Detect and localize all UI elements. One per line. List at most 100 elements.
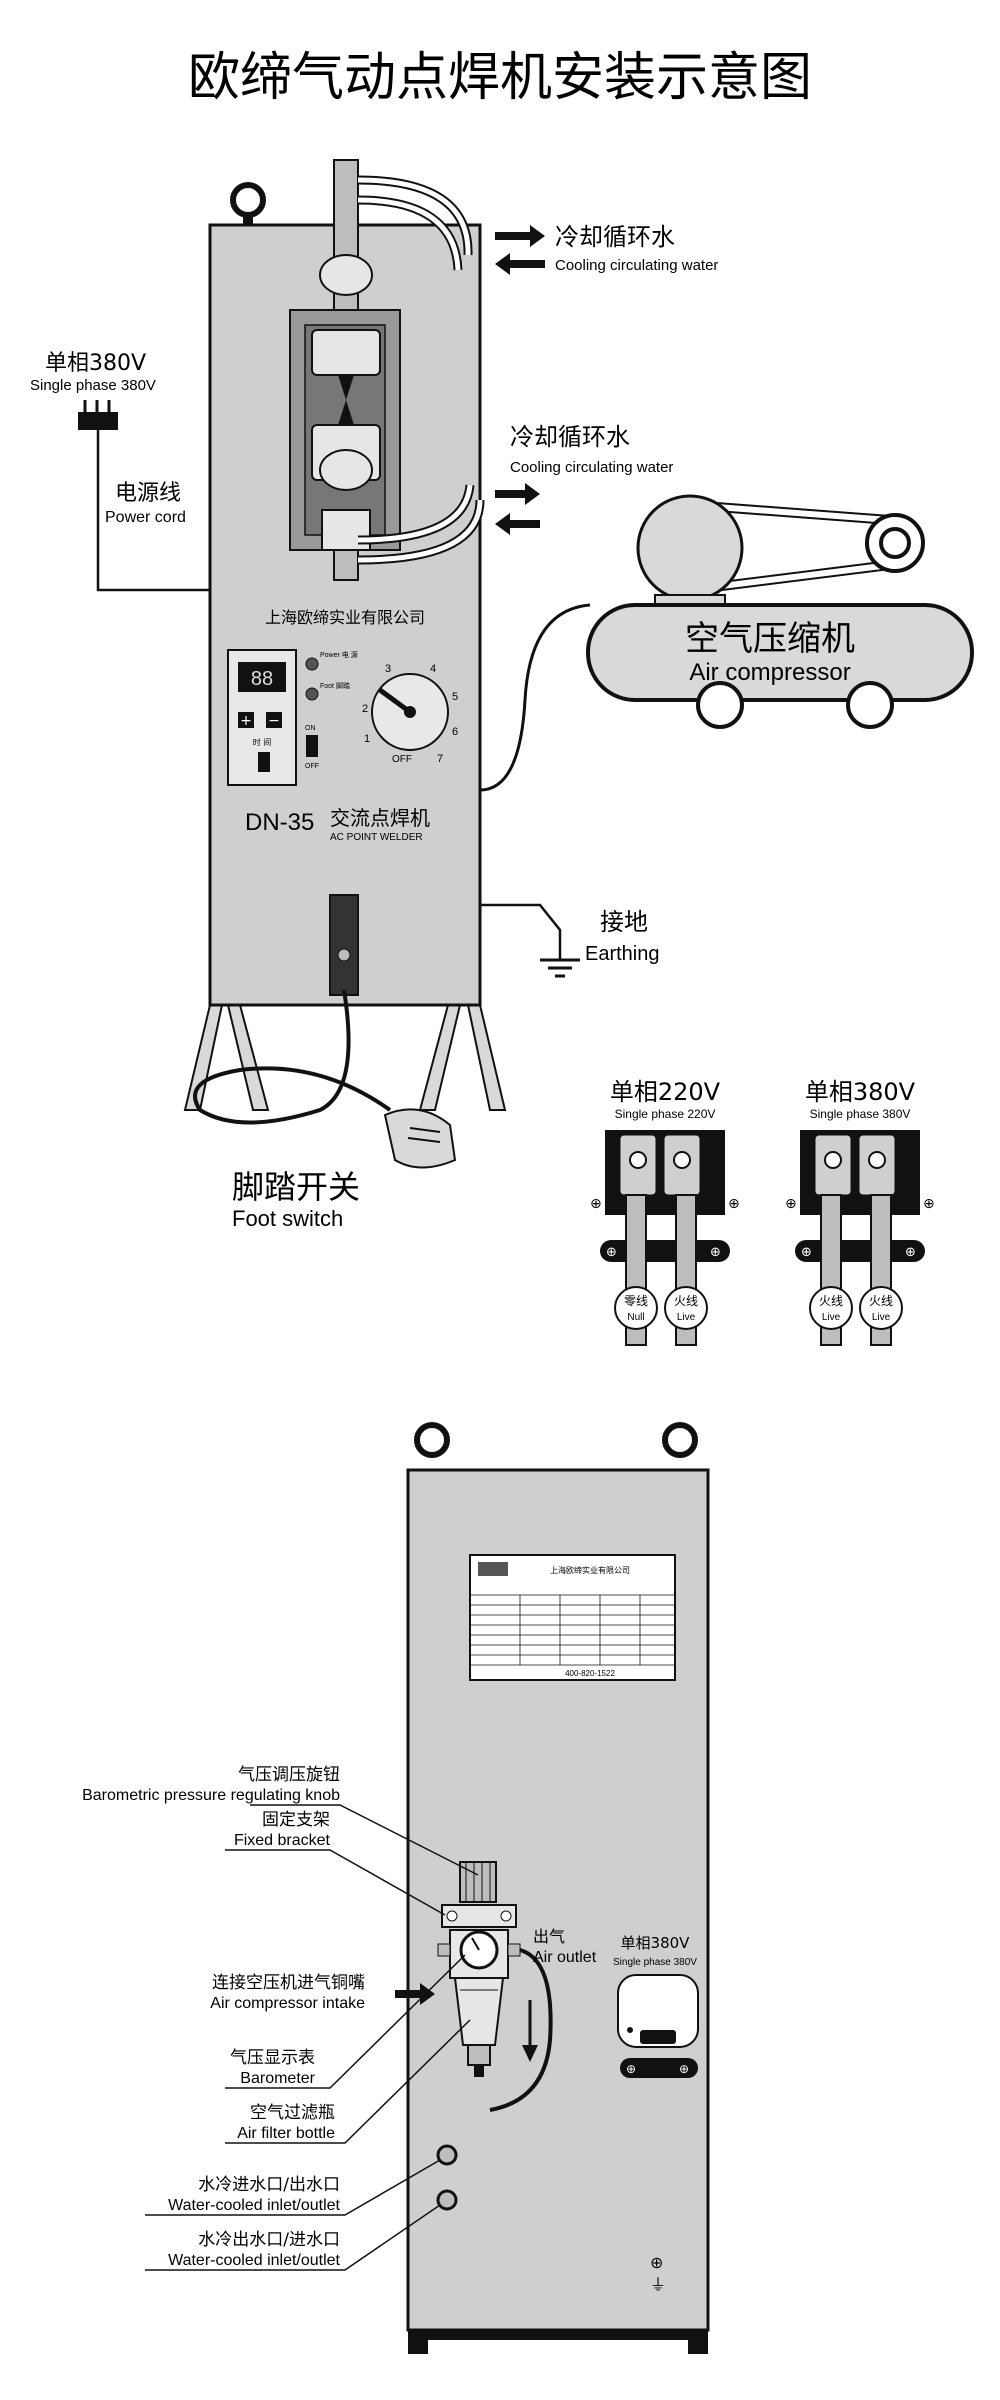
earthing: 接地 Earthing	[480, 903, 660, 978]
svg-text:⊕: ⊕	[905, 1245, 916, 1260]
controller-minus-button[interactable]	[266, 712, 282, 728]
terminal-220v-left-cn: 零线	[624, 1294, 648, 1308]
controller-plus-button[interactable]	[238, 712, 254, 728]
power-cord-cn: 电源线	[115, 481, 181, 506]
model-number: DN-35	[245, 809, 314, 836]
foot-switch-cn: 脚踏开关	[232, 1168, 360, 1206]
svg-text:⊕: ⊕	[606, 1245, 617, 1260]
power-supply-cn: 单相380V	[45, 351, 146, 376]
rear-socket-cn: 单相380V	[621, 1934, 691, 1952]
foot-switch-socket	[329, 894, 359, 996]
svg-text:⏚: ⏚	[650, 2275, 666, 2294]
water-port-2-label-cn: 水冷出水口/进水口	[198, 2230, 340, 2250]
power-on-label: ON	[305, 725, 316, 732]
model-name-en: AC POINT WELDER	[330, 832, 423, 843]
svg-text:⊕: ⊕	[785, 1196, 797, 1212]
earthing-cn: 接地	[600, 908, 648, 936]
rear-welder: 上海欧缔实业有限公司 400-820-1522	[406, 1422, 710, 2354]
power-plug	[78, 412, 118, 430]
foot-switch: 脚踏开关 Foot switch	[193, 989, 457, 1231]
water-port-2-label-en: Water-cooled inlet/outlet	[168, 2252, 340, 2269]
compressor-wheel-right	[846, 681, 894, 729]
power-cord	[96, 430, 210, 592]
foot-switch-en: Foot switch	[232, 1206, 343, 1231]
intake-label-cn: 连接空压机进气铜嘴	[212, 1973, 365, 1993]
svg-text:+: +	[240, 713, 252, 729]
filter-label-cn: 空气过滤瓶	[250, 2103, 335, 2123]
terminal-380v-title-cn: 单相380V	[805, 1078, 916, 1106]
cooling-water-mid-cn: 冷却循环水	[510, 423, 630, 451]
svg-text:⊕: ⊕	[626, 2062, 636, 2076]
water-port-1	[436, 2144, 458, 2166]
intake-arrow	[395, 1983, 435, 2005]
air-outlet-cn: 出气	[533, 1927, 565, 1946]
front-company-name: 上海欧缔实业有限公司	[265, 608, 425, 627]
power-indicator-label: Power 电 源	[320, 650, 358, 659]
cooling-water-mid-en: Cooling circulating water	[510, 459, 673, 476]
foot-switch-cable	[193, 989, 392, 1125]
knob-label-cn: 气压调压旋钮	[238, 1765, 340, 1785]
air-outlet-en: Air outlet	[533, 1949, 597, 1966]
lower-electrode-tip	[338, 400, 354, 425]
model-name-cn: 交流点焊机	[330, 806, 430, 830]
compressor-motor	[636, 494, 744, 602]
svg-text:⊕: ⊕	[801, 1245, 812, 1260]
barometer-label-cn: 气压显示表	[230, 2048, 315, 2068]
front-leg-right	[418, 1004, 507, 1111]
power-indicator-lamp	[305, 657, 319, 671]
svg-text:−: −	[268, 713, 280, 729]
controller-display-value: 88	[251, 668, 273, 690]
svg-text:⊕: ⊕	[710, 1245, 721, 1260]
lifting-ring-left	[230, 182, 266, 218]
rear-callouts: 气压调压旋钮 Barometric pressure regulating kn…	[82, 1765, 479, 2271]
power-supply: 单相380V Single phase 380V 电源线 Power cord	[30, 351, 210, 592]
power-off-label: OFF	[305, 763, 319, 770]
front-leg-left	[183, 1004, 270, 1111]
dial-number-1: 1	[364, 733, 370, 745]
cooling-water-top: 冷却循环水 Cooling circulating water	[495, 223, 718, 275]
upper-electrode-tip	[338, 375, 354, 400]
dial-number-4: 4	[430, 663, 436, 675]
terminal-220v-title-en: Single phase 220V	[615, 1107, 716, 1121]
earthing-en: Earthing	[585, 943, 660, 965]
page-title: 欧缔气动点焊机安装示意图	[188, 48, 812, 108]
front-welder: 上海欧缔实业有限公司 88 + − 时 间 Power 电 源 Foot 脚踏 …	[183, 159, 507, 1111]
dial-number-2: 2	[362, 703, 368, 715]
svg-text:⊕: ⊕	[923, 1196, 935, 1212]
bracket-label-en: Fixed bracket	[234, 1832, 331, 1849]
current-dial[interactable]	[371, 673, 449, 751]
ground-symbol: ⊕	[650, 2253, 663, 2272]
water-port-2	[436, 2189, 458, 2211]
foot-indicator-lamp	[305, 687, 319, 701]
terminal-220v-title-cn: 单相220V	[610, 1078, 721, 1106]
foot-indicator-label: Foot 脚踏	[320, 681, 350, 690]
terminal-380v: 单相380V Single phase 380V ⊕ ⊕ ⊕ ⊕ 火线 Live…	[785, 1078, 935, 1346]
cooling-water-top-cn: 冷却循环水	[555, 223, 675, 251]
terminal-220v-right-cn: 火线	[674, 1294, 698, 1308]
terminal-380v-left-cn: 火线	[819, 1294, 843, 1308]
terminal-220v-right-en: Live	[677, 1312, 696, 1323]
pressure-regulator	[437, 1861, 553, 2112]
water-port-1-label-cn: 水冷进水口/出水口	[198, 2175, 340, 2195]
terminal-380v-right-cn: 火线	[869, 1294, 893, 1308]
filter-label-en: Air filter bottle	[237, 2125, 335, 2142]
rear-socket-en: Single phase 380V	[613, 1957, 697, 1968]
terminal-380v-right-en: Live	[872, 1312, 891, 1323]
barometer-label-en: Barometer	[240, 2070, 315, 2087]
svg-text:⊕: ⊕	[679, 2062, 689, 2076]
svg-text:⊕: ⊕	[728, 1196, 740, 1212]
bracket-label-cn: 固定支架	[262, 1810, 330, 1830]
compressor-label-cn: 空气压缩机	[685, 619, 855, 659]
air-compressor: 空气压缩机 Air compressor	[479, 494, 974, 792]
terminal-220v: 单相220V Single phase 220V ⊕ ⊕ ⊕ ⊕ 零线 Null…	[590, 1078, 740, 1346]
terminal-380v-left-en: Live	[822, 1312, 841, 1323]
rear-lifting-ring-left	[414, 1422, 450, 1458]
terminal-220v-left-en: Null	[627, 1312, 644, 1323]
cooling-water-mid: 冷却循环水 Cooling circulating water	[495, 423, 673, 535]
cooling-water-top-en: Cooling circulating water	[555, 257, 718, 274]
power-switch[interactable]	[306, 735, 318, 757]
air-outlet-pipe	[489, 1948, 553, 2112]
power-cord-en: Power cord	[105, 509, 186, 526]
dial-number-5: 5	[452, 691, 458, 703]
